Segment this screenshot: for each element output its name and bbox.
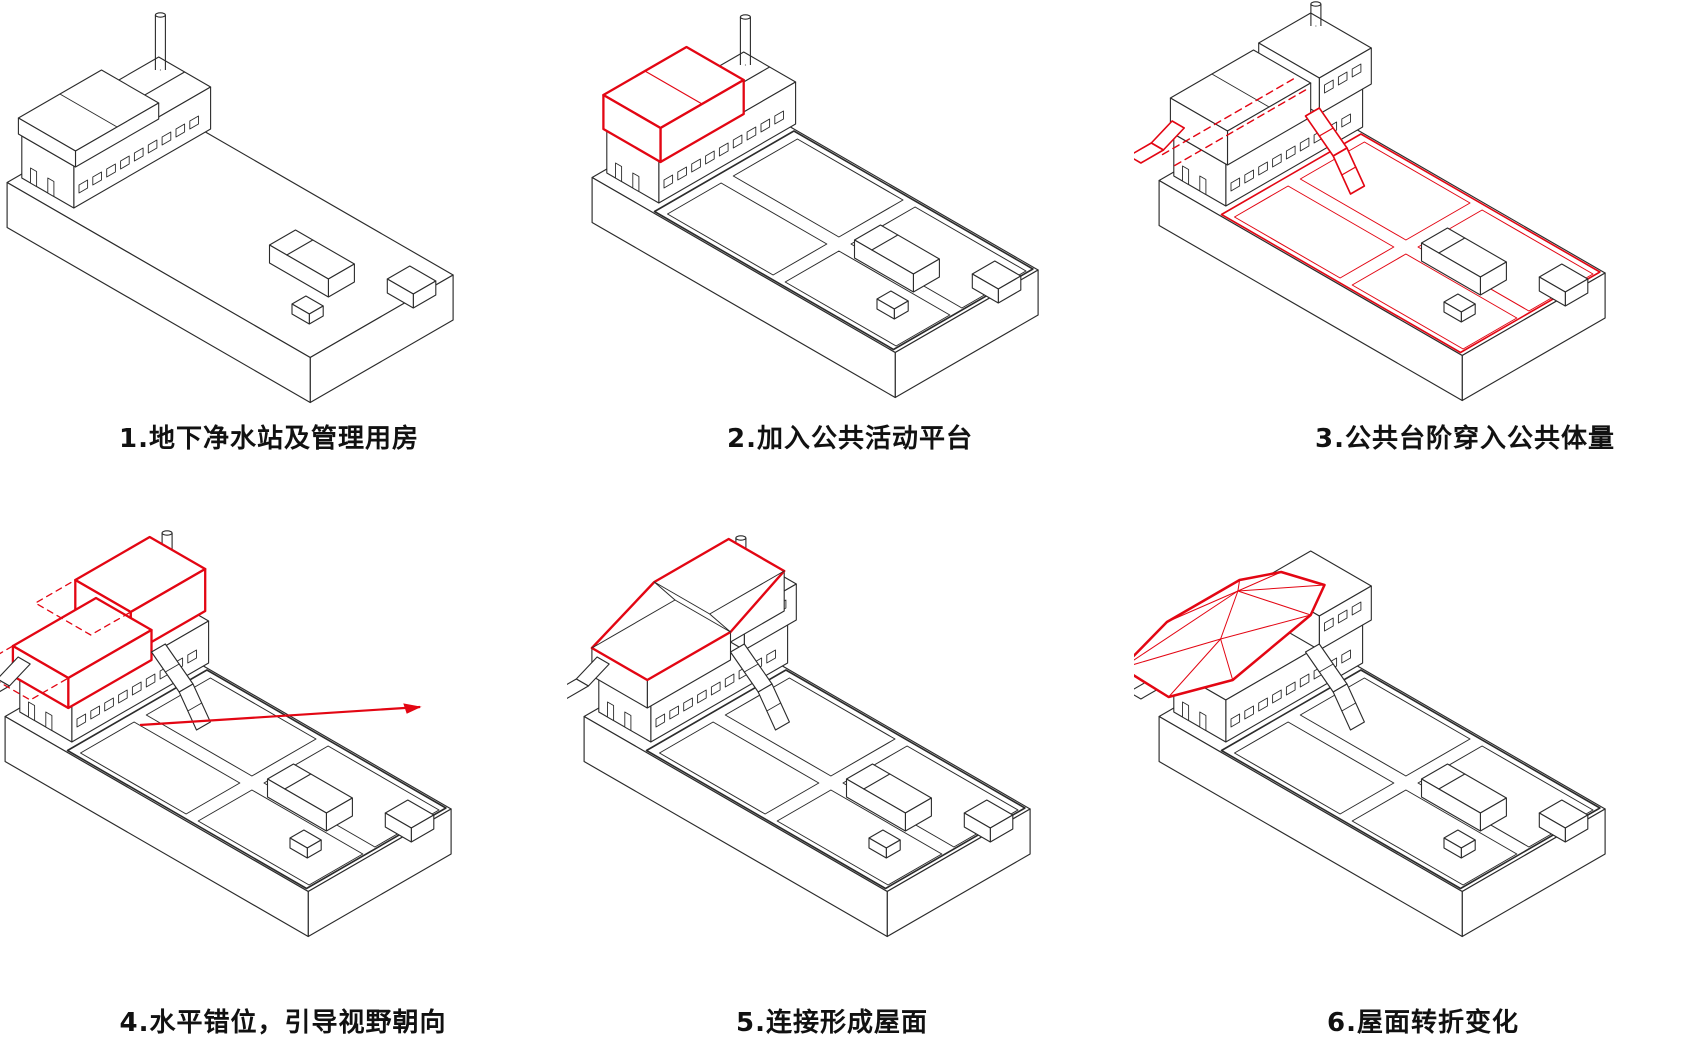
step-caption-4: 4.水平错位，引导视野朝向 (119, 1008, 447, 1038)
diagram-panel-1: 1.地下净水站及管理用房 (0, 0, 566, 529)
axon-drawing-step-4 (0, 530, 452, 938)
step-caption-6: 6.屋面转折变化 (1327, 1008, 1519, 1038)
axon-drawing-step-1 (6, 12, 454, 404)
axon-drawing-step-5 (567, 535, 1031, 938)
axon-drawing-step-3 (1134, 1, 1606, 402)
diagram-panel-4: 4.水平错位，引导视野朝向 (0, 529, 566, 1058)
diagram-panel-3: 3.公共台阶穿入公共体量 (1134, 0, 1700, 529)
diagram-panel-2: 2.加入公共活动平台 (567, 0, 1133, 529)
step-caption-3: 3.公共台阶穿入公共体量 (1315, 424, 1615, 454)
step-caption-5: 5.连接形成屋面 (736, 1008, 928, 1038)
axon-drawing-step-6 (1134, 550, 1606, 938)
axon-drawing-step-2 (591, 14, 1039, 399)
diagram-panel-5: 5.连接形成屋面 (567, 529, 1133, 1058)
diagram-panel-6: 6.屋面转折变化 (1134, 529, 1700, 1058)
step-caption-1: 1.地下净水站及管理用房 (119, 424, 419, 454)
step-caption-2: 2.加入公共活动平台 (727, 424, 973, 454)
